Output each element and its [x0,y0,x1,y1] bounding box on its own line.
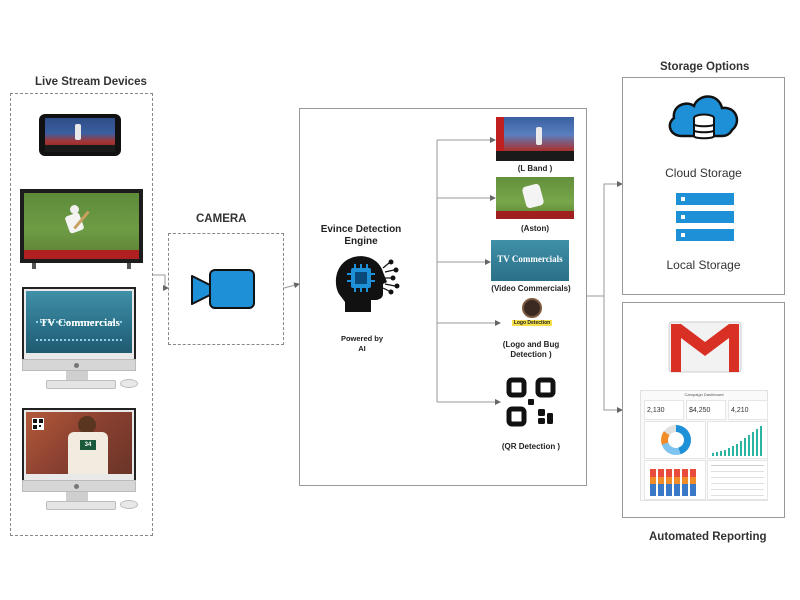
growth-bar-chart-widget [707,421,768,459]
kpi-3: 4,210 [731,407,749,414]
live-stream-title: Live Stream Devices [35,76,147,88]
phone-screen-cricket [45,118,115,152]
apple-icon [74,363,79,368]
video-commercials-label: (Video Commercials) [491,284,571,293]
engine-title: Evince Detection Engine [312,224,410,248]
aston-thumbnail [496,177,574,219]
lband-thumbnail [496,117,574,161]
imac-chin [22,359,136,371]
tv-ad-band [24,250,139,259]
engine-title-line1: Evince Detection [320,224,402,235]
powered-line2: AI [358,344,366,353]
storage-title: Storage Options [660,61,750,73]
video-commercials-thumbnail: TV Commercials [491,240,569,281]
cloud-storage-label: Cloud Storage [665,166,742,180]
powered-line1: Powered by [340,334,384,343]
imac-stand-2 [66,492,88,501]
tv-commercials-text: TV Commercials [40,317,120,329]
imac-basketball-screen: 34 [26,412,132,474]
logo-bug-thumbnail [522,298,542,318]
imac-stand [66,371,88,380]
aston-label: (Aston) [521,224,549,233]
imac-chin-2 [22,480,136,492]
tv-screen-cricket [24,193,139,259]
stacked-bar-chart-widget [644,460,706,500]
phone-device [39,114,121,156]
cloud-database-icon [668,95,739,140]
dashboard-header: Campaign Dashboard [684,392,724,397]
phone-score-band [45,145,115,152]
imac-basketball-device: 34 [22,408,136,481]
live-stream-devices-box [10,93,153,536]
kpi-1: 2,130 [647,407,665,414]
tv-device [20,189,143,269]
apple-icon-2 [74,484,79,489]
mouse [120,379,138,388]
gmail-icon [668,321,742,373]
logo-bug-label-line2: Detection ) [510,350,552,359]
camera-title: CAMERA [196,213,247,225]
mouse-2 [120,500,138,509]
server-rack-icon [676,193,734,241]
video-camera-icon [191,269,255,309]
dashboard-report: Campaign Dashboard 2,130 $4,250 4,210 [640,390,768,501]
qr-code-icon [506,377,556,427]
reporting-title: Automated Reporting [649,531,767,543]
qr-icon-small [32,418,44,430]
engine-title-line2: Engine [344,236,378,247]
powered-by-ai: Powered by AI [330,334,394,354]
ai-brain-head-icon [335,256,400,312]
kpi-2: $4,250 [689,407,711,414]
logo-detection-thumb-text: Logo Detection [512,320,552,326]
keyboard [46,380,116,389]
phone-batsman-figure [75,124,81,140]
donut-chart-widget [644,421,706,459]
logo-bug-label-line1: (Logo and Bug [502,340,560,349]
qr-detection-label: (QR Detection ) [501,442,561,451]
imac-commercials-device: TV Commercials [22,287,136,360]
imac-commercials-screen: TV Commercials [26,291,132,353]
tv-batsman-figure [62,205,92,241]
data-table-widget [707,460,768,500]
video-commercials-thumb-text: TV Commercials [497,254,563,264]
logo-bug-label: (Logo and Bug Detection ) [478,340,584,360]
keyboard-2 [46,501,116,510]
lband-label: (L Band ) [517,164,553,173]
local-storage-label: Local Storage [666,258,741,272]
